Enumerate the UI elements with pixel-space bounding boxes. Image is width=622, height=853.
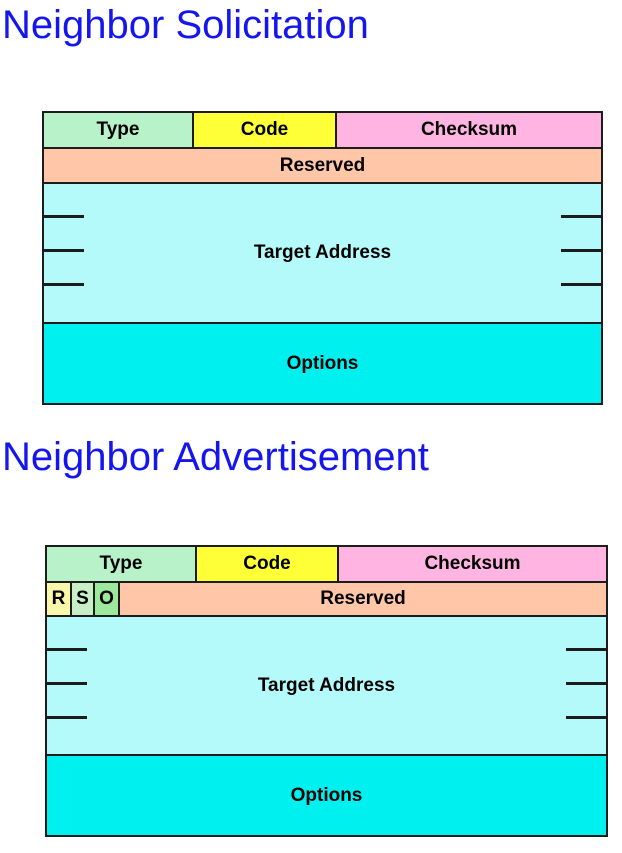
na-field-checksum: Checksum [337,547,606,581]
na-field-reserved: Reserved [118,583,606,615]
ns-header-row: Type Code Checksum [44,113,601,147]
na-target-address-row: Target Address [47,615,606,754]
na-field-target-address: Target Address [47,617,606,754]
word-boundary-tick [47,682,87,685]
ns-field-options: Options [44,324,601,403]
neighbor-solicitation-diagram: Type Code Checksum Reserved Target Addre… [42,111,603,405]
neighbor-advertisement-diagram: Type Code Checksum R S O Reserved Target… [45,545,608,837]
word-boundary-tick [566,648,606,651]
na-flag-r: R [47,583,70,615]
word-boundary-tick [561,215,601,218]
word-boundary-tick [44,215,84,218]
na-field-type: Type [47,547,195,581]
ns-target-address-row: Target Address [44,182,601,322]
ns-field-target-address: Target Address [44,184,601,322]
ns-field-code: Code [192,113,335,147]
na-flags-reserved-row: R S O Reserved [47,581,606,615]
na-field-options: Options [47,756,606,835]
ns-field-type: Type [44,113,192,147]
word-boundary-tick [44,249,84,252]
word-boundary-tick [561,283,601,286]
word-boundary-tick [566,716,606,719]
na-header-row: Type Code Checksum [47,547,606,581]
word-boundary-tick [44,283,84,286]
word-boundary-tick [47,648,87,651]
na-field-code: Code [195,547,337,581]
word-boundary-tick [566,682,606,685]
word-boundary-tick [47,716,87,719]
ns-options-row: Options [44,322,601,403]
ns-reserved-row: Reserved [44,147,601,182]
word-boundary-tick [561,249,601,252]
ns-field-reserved: Reserved [44,149,601,182]
neighbor-solicitation-title: Neighbor Solicitation [2,3,369,47]
na-flag-o: O [93,583,118,615]
neighbor-advertisement-title: Neighbor Advertisement [2,435,429,479]
ns-field-checksum: Checksum [335,113,601,147]
na-options-row: Options [47,754,606,835]
na-flag-s: S [70,583,93,615]
